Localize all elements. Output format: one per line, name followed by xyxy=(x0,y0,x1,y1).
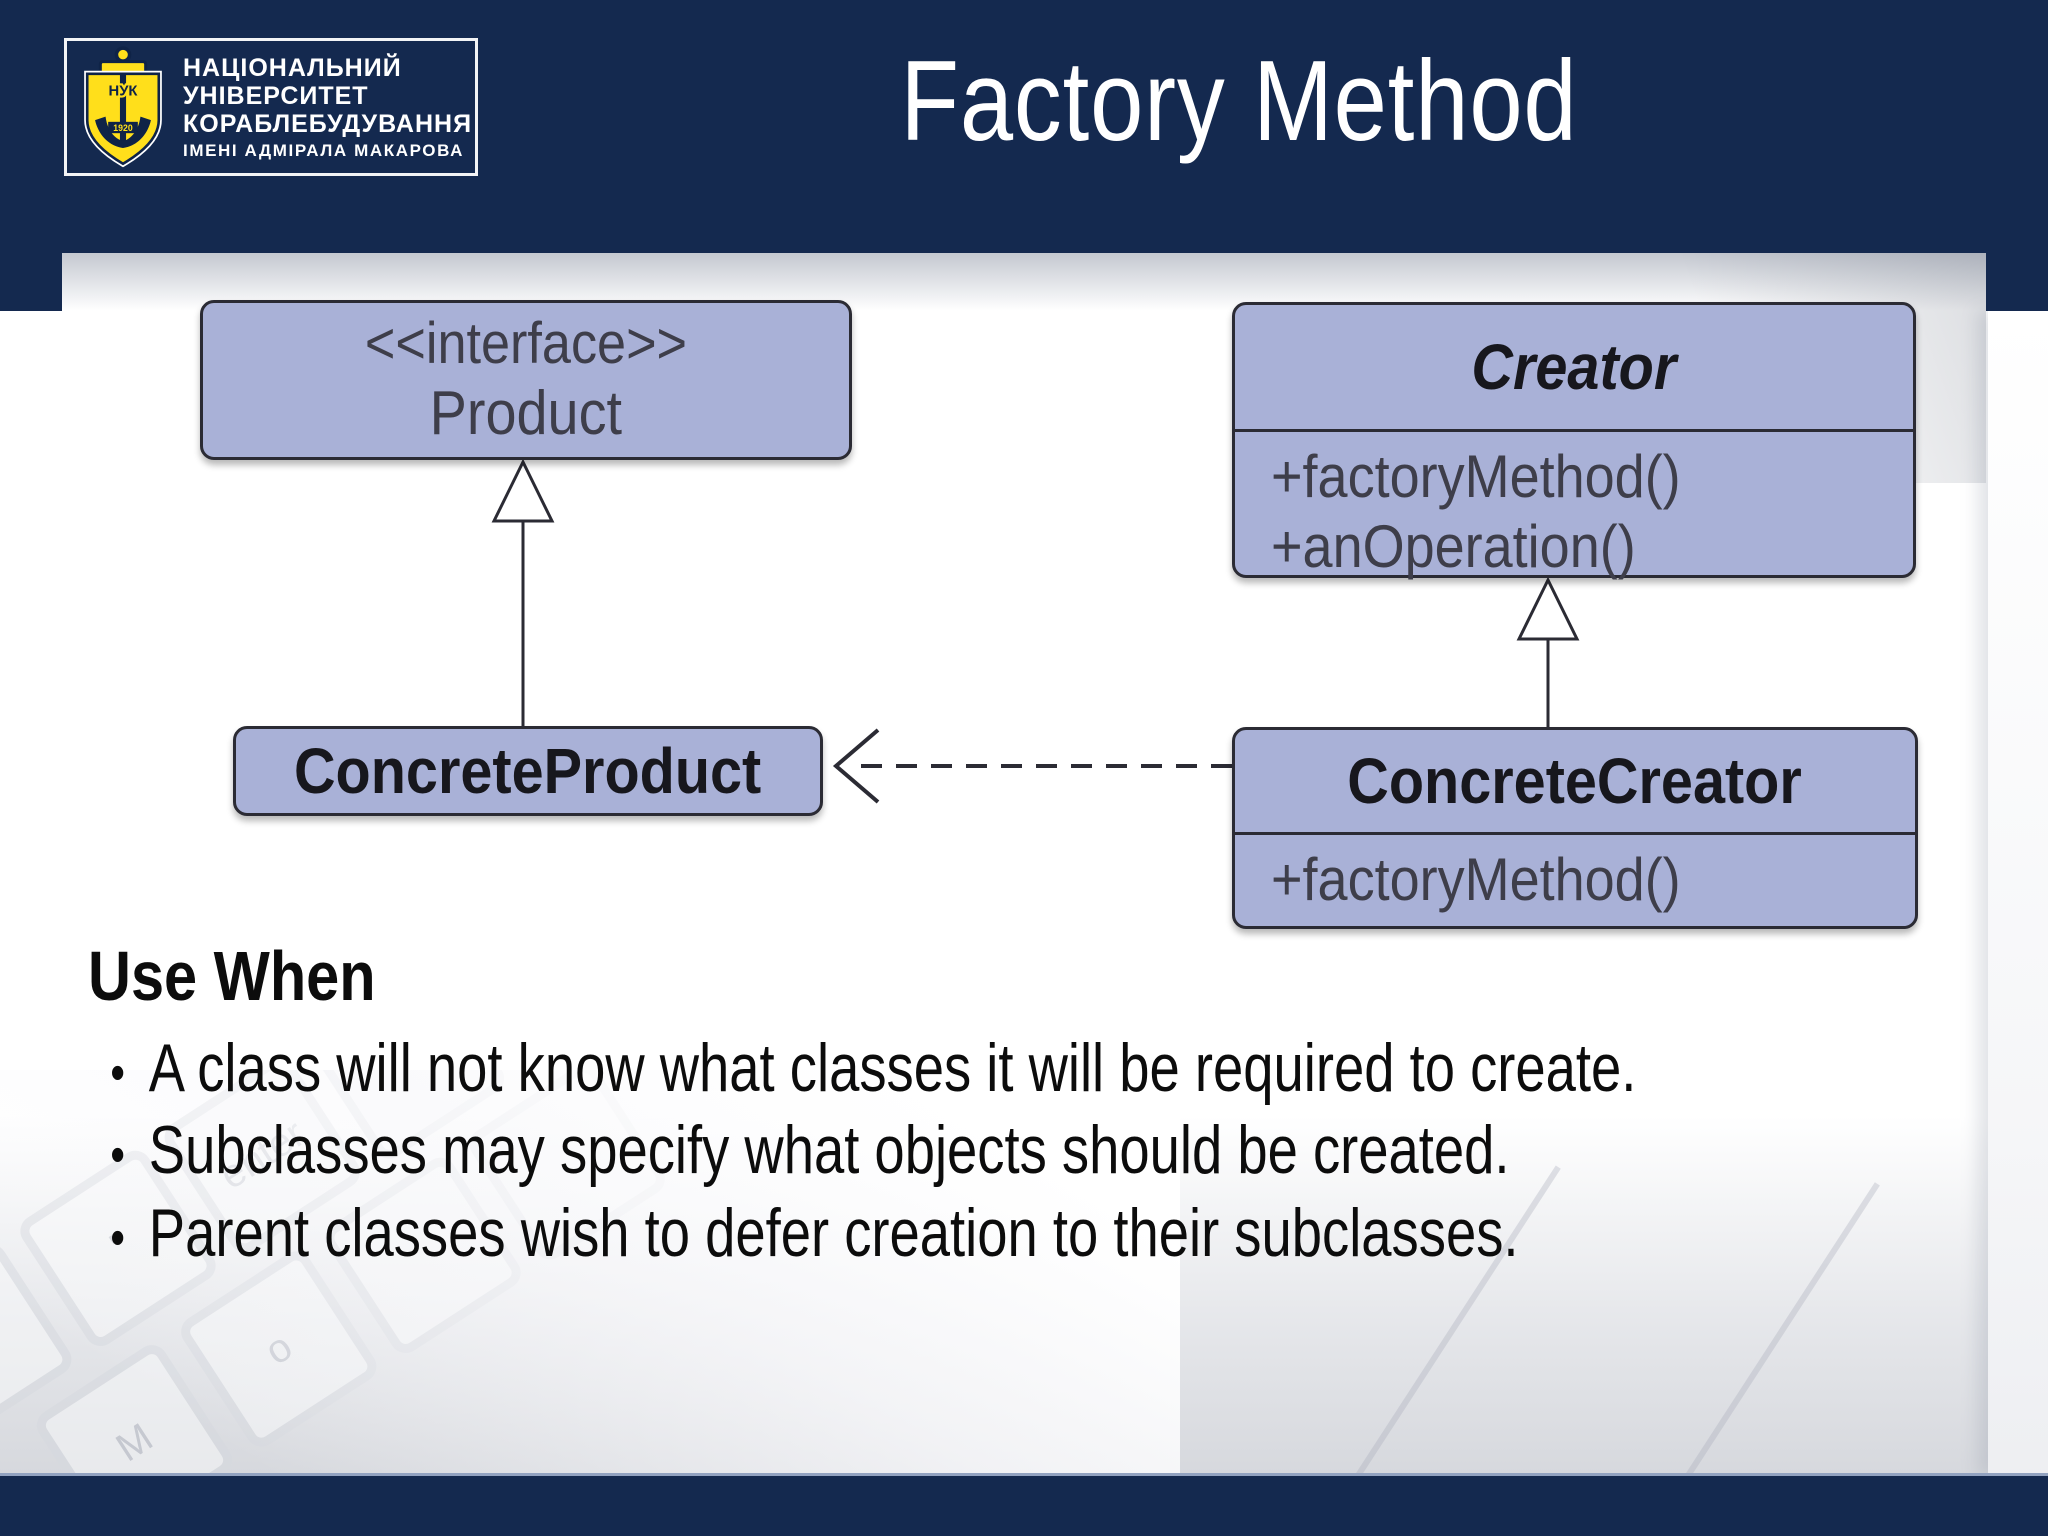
header-left-tab xyxy=(0,253,62,311)
class-name: ConcreteCreator xyxy=(1347,745,1803,817)
class-title-compartment: Creator xyxy=(1235,305,1913,432)
open-arrowhead xyxy=(832,728,880,804)
method-label: +factoryMethod() xyxy=(1271,443,1681,510)
emblem-year: 1920 xyxy=(113,123,133,133)
university-name-line: ІМЕНІ АДМІРАЛА МАКАРОВА xyxy=(183,140,465,160)
keyboard-fade-overlay xyxy=(0,1070,1180,1476)
hollow-triangle-arrow-product xyxy=(491,458,555,523)
uml-class-product: <<interface>> Product xyxy=(200,300,852,460)
bullet-list: •A class will not know what classes it w… xyxy=(88,1032,1988,1269)
bullet-item: •Parent classes wish to defer creation t… xyxy=(88,1197,1988,1269)
university-name-line: КОРАБЛЕБУДУВАННЯ xyxy=(183,109,473,138)
bullet-marker: • xyxy=(110,1043,125,1102)
uml-class-concrete-product: ConcreteProduct xyxy=(233,726,823,816)
method-label: +anOperation() xyxy=(1271,512,1636,580)
class-name: ConcreteProduct xyxy=(294,735,762,807)
bullet-marker: • xyxy=(110,1208,125,1267)
university-name: НАЦІОНАЛЬНИЙ УНІВЕРСИТЕТ КОРАБЛЕБУДУВАНН… xyxy=(183,54,472,160)
method-label: +factoryMethod() xyxy=(1271,846,1681,913)
university-emblem-icon: НУК 1920 xyxy=(84,46,162,168)
bullet-marker: • xyxy=(110,1126,125,1185)
header-bar xyxy=(0,0,2048,253)
use-when-section: Use When •A class will not know what cla… xyxy=(88,938,1988,1280)
university-logo: НУК 1920 НАЦІОНАЛЬНИЙ УНІВЕРСИТЕТ КОРАБЛ… xyxy=(64,38,478,176)
footer-bar xyxy=(0,1473,2048,1536)
class-name: Creator xyxy=(1471,331,1677,403)
page-title: Factory Method xyxy=(900,38,1578,165)
class-title-compartment: ConcreteCreator xyxy=(1235,730,1915,835)
university-name-line: УНІВЕРСИТЕТ xyxy=(183,81,369,110)
stereotype-label: <<interface>> xyxy=(364,311,688,377)
class-methods-compartment: +factoryMethod() xyxy=(1235,835,1915,915)
uml-class-concrete-creator: ConcreteCreator +factoryMethod() xyxy=(1232,727,1918,929)
page-edge-highlight xyxy=(1988,311,2048,1476)
class-methods-compartment: +factoryMethod() +anOperation() xyxy=(1235,432,1913,581)
uml-class-creator: Creator +factoryMethod() +anOperation() xyxy=(1232,302,1916,581)
university-name-line: НАЦІОНАЛЬНИЙ xyxy=(183,53,402,82)
emblem-abbreviation: НУК xyxy=(109,84,139,100)
bullet-item: •Subclasses may specify what objects sho… xyxy=(88,1115,1988,1186)
use-when-heading: Use When xyxy=(88,937,376,1015)
header-right-tab xyxy=(1986,253,2048,311)
class-name: Product xyxy=(429,378,623,448)
hollow-triangle-arrow-creator xyxy=(1516,576,1580,641)
bullet-item: •A class will not know what classes it w… xyxy=(88,1032,1988,1104)
